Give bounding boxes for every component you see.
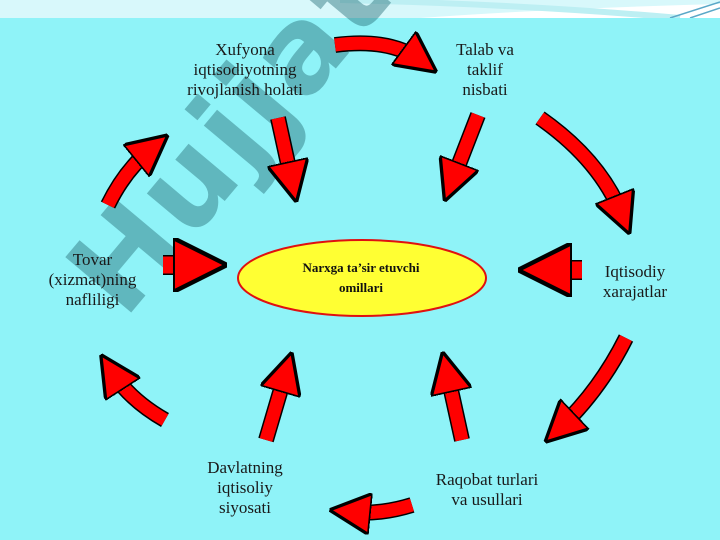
center-label: Narxga ta’sir etuvchi omillari <box>302 260 420 295</box>
node-top-right: Talab va taklif nisbati <box>456 40 514 99</box>
cycle-arrow-right <box>560 334 634 428</box>
node-left: Tovar (xizmat)ning nafliligi <box>48 250 137 309</box>
cycle-arrow-top <box>333 43 420 60</box>
node-bottom-left: Davlatning iqtisoliy siyosati <box>207 458 283 517</box>
cycle-arrow-left <box>100 148 152 209</box>
node-bottom-right: Raqobat turlari va usullari <box>435 470 539 509</box>
arrow-from-top-right <box>452 112 486 182</box>
arrow-from-bottom-right <box>447 372 462 442</box>
center-ellipse <box>237 239 487 317</box>
node-right: Iqtisodiy xarajatlar <box>602 262 668 301</box>
node-top-left: Xufyona iqtisodiyotning rivojlanish hola… <box>187 40 303 99</box>
cycle-arrow-top-right <box>535 111 622 215</box>
arrow-from-top-left <box>278 116 292 182</box>
top-decorative-band <box>0 0 720 18</box>
arrow-from-bottom-left <box>258 372 286 443</box>
cycle-arrow-bottom <box>350 505 415 513</box>
cycle-arrow-bottom-left <box>112 372 170 427</box>
